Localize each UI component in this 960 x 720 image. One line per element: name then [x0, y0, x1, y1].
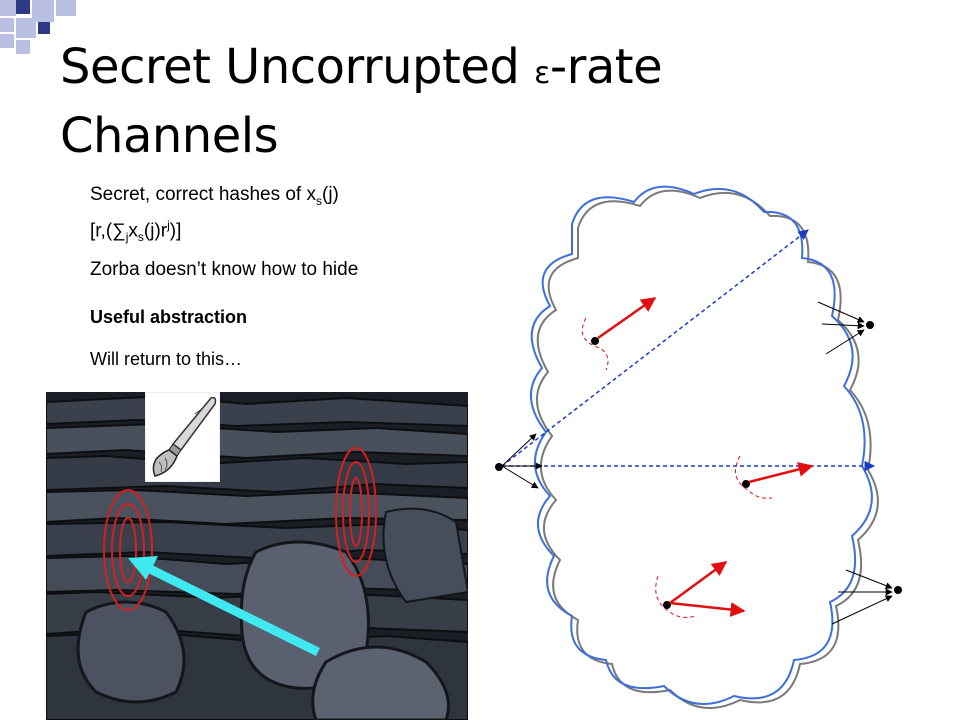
slide-title: Secret Uncorrupted ε-rate Channels: [60, 36, 663, 167]
title-epsilon: ε: [534, 56, 550, 91]
receiver-upper-arrow-2: [821, 322, 865, 330]
title-line1-before: Secret Uncorrupted: [60, 39, 535, 95]
receiver-upper-arrow-3: [825, 329, 865, 355]
bullet-secret-hashes: Secret, correct hashes of xs(j): [90, 184, 339, 208]
stone-wall-photo: [46, 392, 468, 720]
bullet-useful-abstraction: Useful abstraction: [90, 307, 248, 327]
inner-point-3: [663, 601, 671, 609]
formula-part3: (j)r: [143, 220, 168, 242]
inner-point-2: [742, 480, 750, 488]
receiver-node-upper: [866, 321, 874, 329]
inner-point-1: [591, 337, 599, 345]
paint-brush-picture: [144, 391, 221, 483]
decor-square-4: [56, 0, 76, 16]
formula-part4: )]: [169, 220, 182, 242]
red-vector-1: [597, 296, 657, 340]
red-arc-3: [655, 575, 697, 618]
cloud-channel-diagram: [495, 185, 902, 709]
bullet1-prefix: Secret, correct hashes of x: [90, 184, 316, 205]
bullet1-suffix: (j): [322, 184, 339, 205]
receiver-lower-arrow-1: [845, 569, 893, 589]
decor-square-3: [32, 0, 54, 22]
receiver-upper-arrow-1: [817, 301, 865, 323]
receiver-lower-arrow-3: [831, 595, 893, 625]
formula-sub2: s: [137, 230, 144, 245]
decor-square-9: [16, 40, 30, 54]
decor-square-1: [0, 0, 16, 16]
red-vector-2: [748, 462, 814, 484]
red-arc-1: [581, 317, 609, 371]
sender-arrow-down: [501, 465, 539, 489]
bullet1-sub: s: [316, 193, 322, 208]
stone-wall-image: [46, 392, 468, 720]
formula-sub1: j: [125, 230, 129, 245]
formula-part2: x: [128, 220, 138, 242]
decor-square-8: [0, 34, 14, 48]
decor-square-2: [16, 0, 30, 14]
paint-brush-icon: [144, 391, 221, 483]
title-line1-after: -rate: [549, 39, 663, 95]
formula-sup: j: [167, 218, 170, 232]
decor-square-7: [38, 22, 50, 34]
sender-arrow-up: [501, 433, 537, 467]
title-line2: Channels: [60, 108, 279, 164]
formula-part1: [r,(∑: [90, 220, 126, 242]
bullet-zorba: Zorba doesn’t know how to hide: [90, 259, 359, 280]
decor-square-5: [0, 18, 14, 32]
dashed-channel-upper: [501, 229, 809, 467]
red-vector-3a: [669, 560, 728, 605]
sender-node: [495, 463, 503, 471]
bullet-hash-formula: [r,(∑jxs(j)rj)]: [90, 218, 181, 244]
bullet-will-return: Will return to this…: [90, 349, 243, 369]
decor-square-6: [16, 18, 36, 38]
receiver-node-lower: [894, 586, 902, 594]
red-vector-3b: [669, 601, 746, 618]
red-arc-2: [735, 455, 773, 499]
cloud-outline: [529, 185, 873, 705]
